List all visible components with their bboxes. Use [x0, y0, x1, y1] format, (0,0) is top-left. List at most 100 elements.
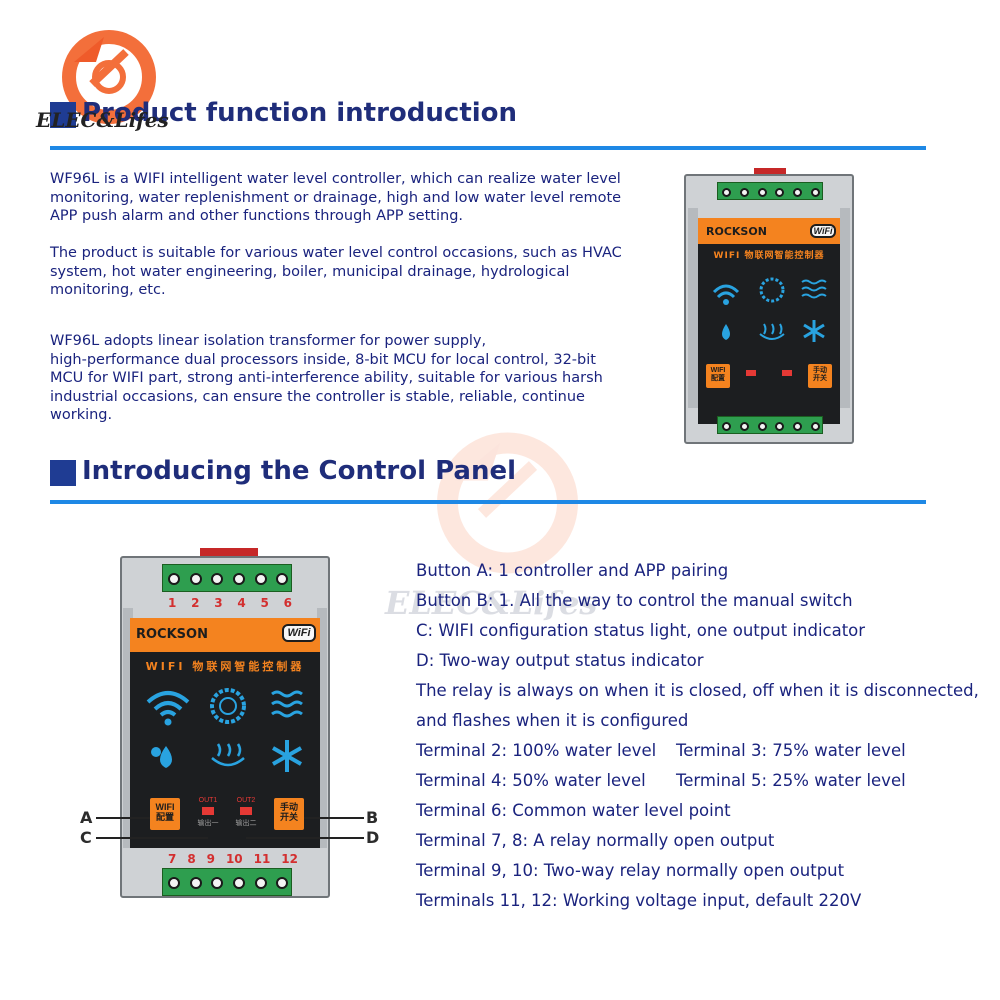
spec-line: Terminal 5: 25% water level [676, 771, 906, 790]
spec-line: Terminal 2: 100% water level [416, 741, 657, 760]
callout-c: C [80, 828, 92, 847]
text-line: working. [50, 407, 113, 423]
terminal-screw-icon [810, 187, 820, 197]
btn-label: 开关 [813, 374, 827, 382]
leader-line-c [96, 837, 208, 839]
heating-icon [211, 743, 245, 767]
section-title-product-function: Product function introduction [82, 98, 518, 128]
spec-line: The relay is always on when it is closed… [416, 681, 979, 700]
terminal-number: 12 [281, 852, 298, 866]
btn-label: 配置 [155, 811, 174, 822]
terminal-screw-icon [189, 877, 202, 889]
terminal-number: 7 [168, 852, 177, 866]
terminal-screw-icon [254, 877, 267, 889]
terminal-strip-bottom [717, 416, 823, 434]
intro-paragraph-3: WF96L adopts linear isolation transforme… [50, 332, 640, 425]
spec-line: Terminals 11, 12: Working voltage input,… [416, 891, 862, 910]
section-title-control-panel: Introducing the Control Panel [82, 456, 517, 486]
section-divider [50, 500, 926, 504]
terminal-screw-icon [232, 573, 245, 585]
small-manual-switch-button[interactable]: 手动开关 [808, 364, 832, 388]
terminal-screw-icon [810, 421, 820, 431]
btn-label: 配置 [711, 374, 725, 382]
terminal-screw-icon [167, 877, 180, 889]
terminal-screw-icon [740, 187, 749, 197]
intro-paragraph-2: The product is suitable for various wate… [50, 244, 640, 300]
spec-line: Button A: 1 controller and APP pairing [416, 561, 729, 580]
text-line: high-performance dual processors inside,… [50, 351, 596, 368]
small-device-icons [712, 277, 827, 342]
device-brand: ROCKSON [136, 627, 208, 642]
terminal-screw-icon [775, 187, 785, 197]
btn-label: WIFI [710, 367, 726, 374]
terminal-screw-icon [189, 573, 202, 585]
out1-cn-label: 输出一 [197, 820, 219, 827]
text-line: industrial occasions, can ensure the con… [50, 388, 585, 405]
btn-label: 手动 [279, 802, 298, 812]
text-line: WF96L adopts linear isolation transforme… [50, 333, 487, 349]
snowflake-icon [272, 740, 302, 772]
terminal-strip-bottom [162, 868, 292, 896]
terminal-screw-icon [211, 573, 224, 585]
terminal-number: 1 [168, 596, 177, 610]
leader-line-b [304, 817, 364, 819]
top-terminal-numbers: 1 2 3 4 5 6 [168, 596, 292, 610]
terminal-screw-icon [167, 573, 180, 585]
brand-logo-icon [62, 30, 156, 124]
text-line: monitoring, water replenishment or drain… [50, 189, 622, 206]
text-line: MCU for WIFI part, strong anti-interfere… [50, 370, 603, 386]
bottom-terminal-numbers: 7 8 9 10 11 12 [168, 852, 298, 866]
terminal-screw-icon [276, 573, 289, 585]
terminal-number: 5 [260, 596, 269, 610]
section-marker [50, 460, 76, 486]
spec-line: and flashes when it is configured [416, 711, 689, 730]
out1-label: OUT1 [198, 797, 218, 804]
terminal-screw-icon [740, 421, 749, 431]
terminal-strip-top [717, 182, 823, 200]
led-out1 [202, 807, 214, 815]
wifi-badge: WiFi [282, 624, 316, 642]
text-line: The product is suitable for various wate… [50, 245, 622, 261]
text-line: system, hot water engineering, boiler, m… [50, 263, 570, 280]
manual-switch-button[interactable]: 手动开关 [274, 798, 304, 830]
water-waves-icon [271, 690, 303, 718]
terminal-number: 4 [237, 596, 246, 610]
callout-d: D [366, 828, 380, 847]
terminal-screw-icon [722, 187, 732, 197]
device-cn-title: WIFI 物联网智能控制器 [145, 660, 305, 673]
wifi-icon [146, 691, 190, 717]
intro-paragraph-1: WF96L is a WIFI intelligent water level … [50, 170, 640, 226]
terminal-number: 9 [206, 852, 215, 866]
gear-clock-icon [210, 688, 246, 724]
device-large: 1 2 3 4 5 6 ROCKSON WiFi WIFI 物联网智能控制器 W… [120, 548, 330, 906]
terminal-number: 11 [253, 852, 271, 866]
section-divider [50, 146, 926, 150]
btn-label: WIFI [155, 802, 175, 812]
led-out2 [240, 807, 252, 815]
btn-label: 开关 [279, 811, 298, 822]
out2-label: OUT2 [236, 797, 256, 804]
out2-cn-label: 输出二 [235, 820, 257, 827]
terminal-screw-icon [211, 877, 224, 889]
spec-line: C: WIFI configuration status light, one … [416, 621, 866, 640]
terminal-screw-icon [775, 421, 785, 431]
large-device-icons [146, 688, 303, 772]
text-line: WF96L is a WIFI intelligent water level … [50, 171, 621, 187]
callout-b: B [366, 808, 379, 827]
brand-logo-text: ELEC&Lifes [36, 108, 169, 132]
terminal-number: 10 [225, 852, 243, 866]
terminal-screw-icon [757, 421, 767, 431]
terminal-strip-top [162, 564, 292, 592]
device-cn-title: WIFI 物联网智能控制器 [713, 251, 825, 261]
section-marker [50, 102, 76, 128]
spec-line: Terminal 6: Common water level point [416, 801, 731, 820]
terminal-screw-icon [793, 187, 802, 197]
water-drop-icon [160, 746, 172, 768]
terminal-screw-icon [232, 877, 245, 889]
spec-line: Terminal 9, 10: Two-way relay normally o… [416, 861, 845, 880]
terminal-number: 2 [191, 596, 200, 610]
text-line: monitoring, etc. [50, 282, 166, 298]
terminal-number: 3 [214, 596, 223, 610]
